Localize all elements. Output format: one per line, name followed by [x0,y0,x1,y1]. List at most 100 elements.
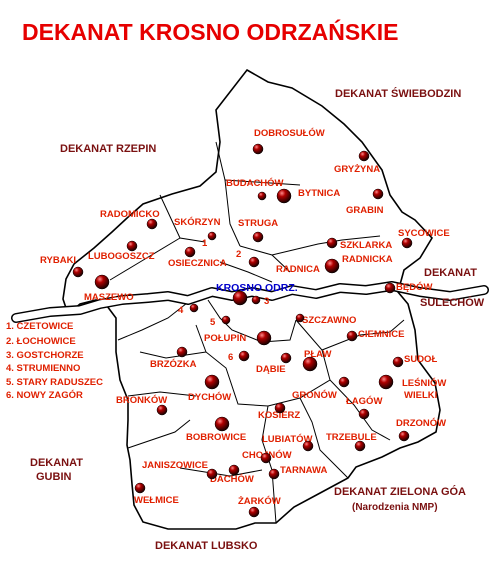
parish-label-maszewo: MASZEWO [84,292,134,303]
legend-item-4: 4. STRUMIENNO [6,363,80,374]
parish-label-kosierz: KOSIERZ [258,410,300,421]
church-dot-icon-dabie [302,356,318,372]
parish-label-skorzyn: SKÓRZYN [174,216,221,228]
parish-label-bronkow: BRONKÓW [116,394,167,406]
neighbor-gubin-label-2: GUBIN [36,471,72,483]
parish-label-dobrosulow: DOBROSUŁÓW [254,127,325,139]
church-dot-icon-strumienno [189,303,199,313]
church-dot-icon-bobrowice [214,416,230,432]
parish-label-rybaki: RYBAKI [40,255,76,266]
parish-label-bytnica: BYTNICA [298,188,340,199]
parish-label-zarkow: ŻARKÓW [238,495,281,507]
church-dot-icon-osiecznica [184,246,196,258]
parish-label-struga: STRUGA [238,218,278,229]
church-dot-icon-szczawno [295,313,305,323]
parish-label-sudol: SUDOŁ [404,354,437,365]
neighbor-gubin-label-1: DEKANAT [30,457,83,469]
map-title: DEKANAT KROSNO ODRZAŃSKIE [22,18,399,45]
church-dot-icon-maszewo [94,274,110,290]
church-dot-icon-lagow [358,408,370,420]
church-dot-icon-seat [232,290,248,306]
map-number-6: 6 [228,352,233,363]
church-dot-icon-trzebule [354,440,366,452]
map-number-5: 5 [210,317,216,328]
parish-label-trzebule: TRZEBULE [326,432,377,443]
legend-item-6: 6. NOWY ZAGÓR [6,389,83,401]
neighbor-zielona-gora-label-2: (Narodzenia NMP) [352,502,438,513]
parish-label-lesniow-wielki-2: WIELKI [404,390,437,401]
parish-label-tarnawa: TARNAWA [280,465,327,476]
church-dot-icon-kosierz [274,402,286,414]
parish-label-osiecznica: OSIECZNICA [168,258,227,269]
map-number-2: 2 [236,249,241,260]
church-dot-icon-radnica [324,258,340,274]
parish-label-bobrowice: BOBROWICE [186,432,246,443]
legend-item-3: 3. GOSTCHORZE [6,350,84,361]
parish-label-dachow: DACHÓW [210,473,254,485]
neighbor-sulechow-label-1: DEKANAT [424,267,477,279]
neighbor-sulechow-label-2: SULECHÓW [420,296,485,309]
neighbor-zielona-gora-label-1: DEKANAT ZIELONA GÓA [334,485,466,498]
church-dot-icon-skorzyn [207,231,217,241]
parish-label-lesniow-wielki-1: LEŚNIÓW [402,377,446,389]
parish-label-szczawno: SZCZAWNO [302,315,356,326]
neighbor-lubsko-label: DEKANAT LUBSKO [155,540,258,552]
parish-label-lubogoszcz: LUBOGOSZCZ [88,251,155,262]
parish-label-radnicka: RADNICKA [342,254,393,265]
parish-label-grabin: GRABIN [346,205,384,216]
church-dot-icon-dychow [204,374,220,390]
church-dot-icon-brzozka [176,346,188,358]
legend-item-1: 1. CZETOWICE [6,321,73,332]
church-dot-icon-plaw [280,352,292,364]
parish-label-lagow: ŁAGÓW [346,395,382,407]
neighbor-rzepin-label: DEKANAT RZEPIN [60,143,156,155]
church-dot-icon-nowy-zagor [238,350,250,362]
parish-label-welmice: WEŁMICE [134,495,179,506]
church-dot-icon-ciemnice [346,330,358,342]
parish-label-szklarka: SZKLARKA [340,240,392,251]
parish-label-gryzyna: GRYŻYNA [334,164,380,175]
church-dot-icon-rybaki [72,266,84,278]
church-dot-icon-gronow [338,376,350,388]
parish-label-plaw: PŁAW [304,349,331,360]
church-dot-icon-szklarka [326,237,338,249]
legend-item-5: 5. STARY RADUSZEC [6,377,103,388]
church-dot-icon-sudol [392,356,404,368]
parish-labels: DOBROSUŁÓW GRYŻYNA BUDACHÓW BYTNICA GRAB… [40,127,450,507]
parish-label-janiszowice: JANISZOWICE [142,460,208,471]
parish-label-dychow: DYCHÓW [188,391,231,403]
neighbor-swiebodzin-label: DEKANAT ŚWIEBODZIN [335,87,461,100]
church-dot-icon-janiszowice [228,464,240,476]
church-dot-icon-dachow [206,468,218,480]
map-number-3: 3 [264,296,269,307]
parish-label-ciemnice: CIEMNICE [358,329,404,340]
church-dot-icon-gostchorze [251,295,261,305]
church-dot-icon-dobrosulow [252,143,264,155]
church-dot-icon-zarkow [248,506,260,518]
parish-label-sycowice: SYCOWICE [398,228,450,239]
church-dot-icon-lesniow [378,374,394,390]
map-numbers: 1 2 3 4 5 6 [178,238,269,363]
map-number-4: 4 [178,305,184,316]
parish-label-gronow: GRONÓW [292,389,337,401]
church-dot-icon-chojnow [260,452,272,464]
church-dot-icon-tarnawa [268,468,280,480]
legend: 1. CZETOWICE 2. ŁOCHOWICE 3. GOSTCHORZE … [6,321,103,401]
church-dot-icon-budachow [257,191,267,201]
map-number-1: 1 [202,238,208,249]
parish-label-brzozka: BRZÓZKA [150,358,197,370]
seat-label: KROSNO ODRZ. [216,282,298,294]
parish-label-budachow: BUDACHÓW [226,177,284,189]
church-dot-icon-lubiatow [302,440,314,452]
church-dot-icon-lochowice [248,256,260,268]
church-dot-icon-grabin [372,188,384,200]
church-dot-icon-bedow [384,282,396,294]
church-dot-icon-drzonow [398,430,410,442]
legend-item-2: 2. ŁOCHOWICE [6,336,76,347]
church-dot-icon-sycowice [401,237,413,249]
parish-label-dabie: DĄBIE [256,364,286,375]
church-markers [72,143,413,518]
church-dot-icon-radomicko [146,218,158,230]
